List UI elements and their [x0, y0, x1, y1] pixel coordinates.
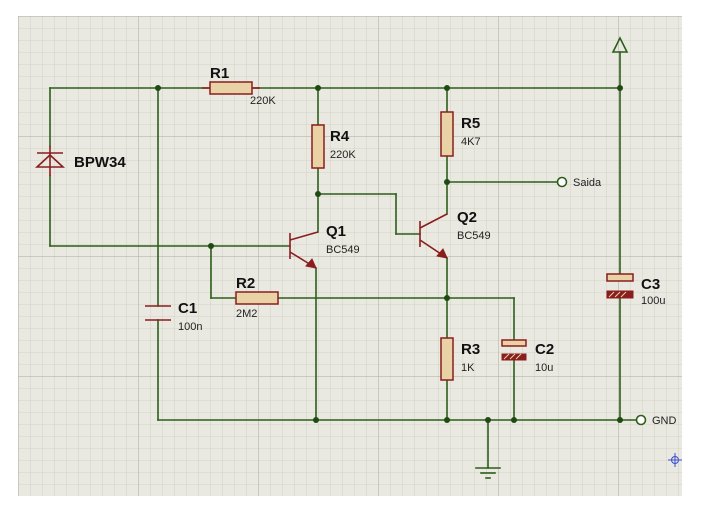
r1-value: 220K [250, 95, 276, 107]
c2-label: C2 [535, 341, 554, 358]
resistor-r2[interactable]: R2 2M2 [235, 275, 279, 320]
r3-value: 1K [461, 362, 475, 374]
gnd-terminal-label: GND [652, 415, 677, 427]
junctions [155, 85, 623, 423]
c3-value: 100u [641, 295, 665, 307]
d1-label: BPW34 [74, 154, 126, 171]
power-terminal-icon[interactable] [611, 36, 629, 53]
photodiode-bpw34[interactable]: BPW34 [34, 146, 126, 176]
transistor-q1[interactable]: Q1 BC549 [289, 223, 360, 269]
origin-marker-icon [668, 453, 682, 467]
r3-label: R3 [461, 341, 480, 358]
transistor-q2[interactable]: Q2 BC549 [419, 209, 491, 259]
q1-value: BC549 [326, 244, 360, 256]
output-terminal[interactable]: Saida [556, 176, 603, 189]
output-terminal-label: Saida [573, 177, 602, 189]
resistor-r4[interactable]: R4 220K [311, 124, 356, 169]
q1-label: Q1 [326, 223, 346, 240]
r2-value: 2M2 [236, 308, 257, 320]
r4-value: 220K [330, 149, 356, 161]
resistor-r3[interactable]: R3 1K [440, 337, 480, 381]
q2-label: Q2 [457, 209, 477, 226]
output-terminal-icon [556, 176, 568, 188]
r5-label: R5 [461, 115, 480, 132]
capacitor-c3[interactable]: C3 100u [606, 273, 665, 307]
c1-label: C1 [178, 300, 197, 317]
r4-label: R4 [330, 128, 350, 145]
schematic-sheet [18, 16, 682, 496]
r1-label: R1 [210, 65, 229, 82]
r2-label: R2 [236, 275, 255, 292]
c3-label: C3 [641, 276, 660, 293]
gnd-terminal-icon [635, 414, 647, 426]
c1-value: 100n [178, 321, 202, 333]
resistor-r5[interactable]: R5 4K7 [440, 111, 481, 157]
ground-symbol-icon[interactable] [475, 467, 501, 479]
c2-value: 10u [535, 362, 553, 374]
capacitor-c2[interactable]: C2 10u [501, 339, 554, 374]
resistor-r1[interactable]: R1 220K [202, 65, 276, 107]
r5-value: 4K7 [461, 136, 481, 148]
capacitor-c1[interactable]: C1 100n [145, 300, 202, 333]
q2-value: BC549 [457, 230, 491, 242]
gnd-terminal[interactable]: GND [635, 414, 677, 427]
